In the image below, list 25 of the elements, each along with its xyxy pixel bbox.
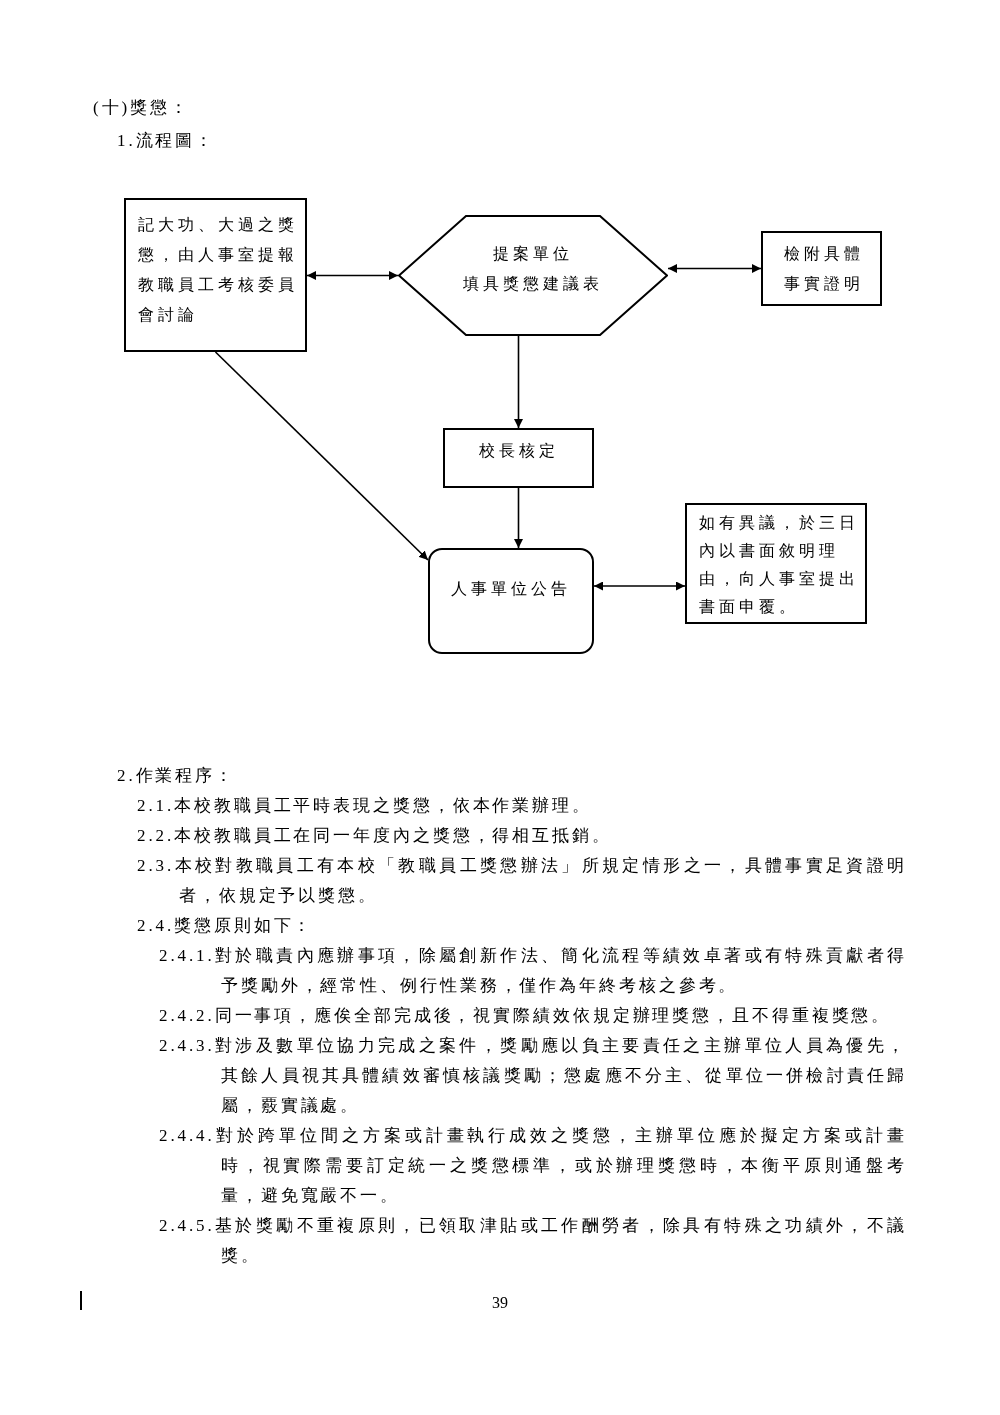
paragraph: 2.4.1.對於職責內應辦事項，除屬創新作法、簡化流程等績效卓著或有特殊貢獻者得予獎勵外，經常性、例行性業務，僅作為年終考核之參考。 (159, 945, 907, 997)
page-number: 39 (491, 1293, 509, 1313)
subsection-heading: 2.作業程序： (117, 765, 237, 787)
section-heading: (十)獎懲： (93, 97, 191, 119)
paragraph: 2.3.本校對教職員工有本校「教職員工獎懲辦法」所規定情形之一，具體事實足資證明者，依規定予以獎懲。 (137, 855, 907, 907)
double-arrow (667, 264, 762, 273)
paragraph: 2.4.3.對涉及數單位協力完成之案件，獎勵應以負主要責任之主辦單位人員為優先，其餘人員視其具體績效審慎核議獎勵；懲處應不分主、從單位一併檢討責任歸屬，覈實議處。 (159, 1035, 907, 1117)
subsection-heading: 1.流程圖： (117, 130, 217, 152)
process-box: 檢附具體事實證明 (761, 231, 882, 306)
double-arrow (593, 581, 686, 591)
double-arrow (306, 271, 399, 280)
paragraph: 2.4.2.同一事項，應俟全部完成後，視實際績效依規定辦理獎懲，且不得重複獎懲。 (159, 1005, 893, 1027)
note-box: 如有異議，於三日內以書面敘明理由，向人事室提出書面申覆。 (685, 503, 867, 624)
rounded-process-box: 人事單位公告 (428, 548, 594, 654)
paragraph: 2.4.4.對於跨單位間之方案或計畫執行成效之獎懲，主辦單位應於擬定方案或計畫時，視實際需要訂定統一之獎懲標準，或於辦理獎懲時，本衡平原則通盤考量，避免寬嚴不一。 (159, 1125, 907, 1207)
paragraph: 2.2.本校教職員工在同一年度內之獎懲，得相互抵銷。 (137, 825, 613, 847)
paragraph: 2.1.本校教職員工平時表現之獎懲，依本作業辦理。 (137, 795, 593, 817)
arrow (514, 335, 523, 429)
process-box: 校長核定 (443, 428, 594, 488)
process-box: 記大功、大過之獎懲，由人事室提報教職員工考核委員會討論 (124, 198, 307, 352)
paragraph: 2.4.5.基於獎勵不重複原則，已領取津貼或工作酬勞者，除具有特殊之功績外，不議獎。 (159, 1215, 907, 1267)
paragraph: 2.4.獎懲原則如下： (137, 915, 315, 937)
process-hexagon: 提案單位 填具獎懲建議表 (398, 215, 668, 336)
arrow (214, 351, 429, 561)
arrow (514, 487, 523, 549)
